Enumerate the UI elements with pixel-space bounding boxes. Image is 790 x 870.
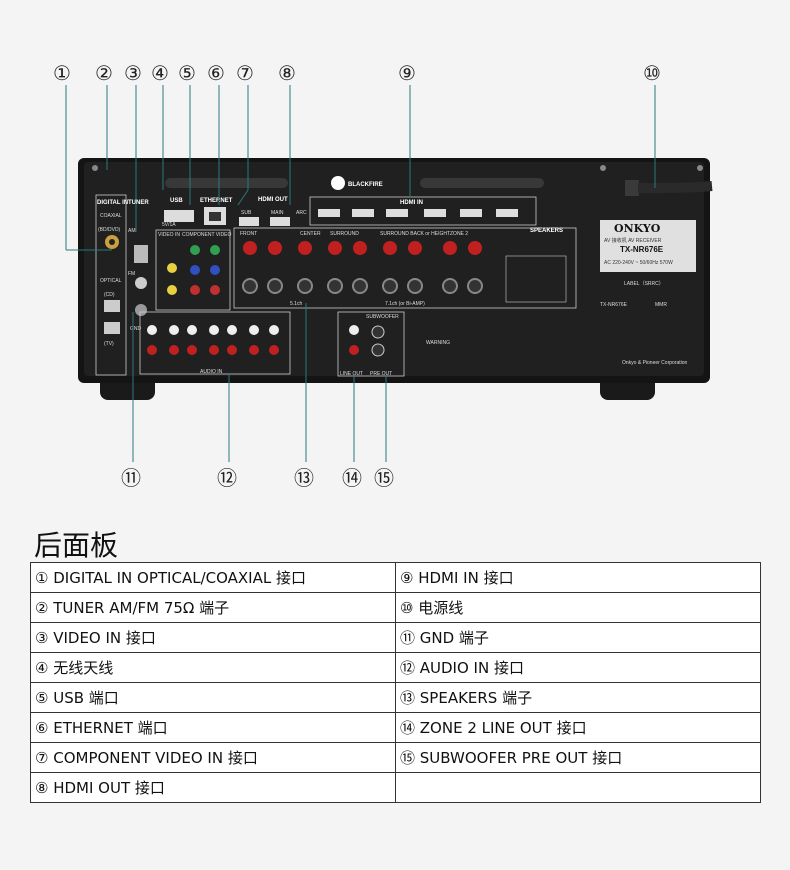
svg-text:AUDIO IN: AUDIO IN bbox=[200, 369, 223, 375]
hdmi-in-section: HDMI IN bbox=[309, 196, 537, 226]
legend-cell: ① DIGITAL IN OPTICAL/COAXIAL 接口 bbox=[30, 562, 396, 593]
legend-cell: ⑥ ETHERNET 端口 bbox=[30, 712, 396, 743]
svg-text:SURROUND: SURROUND bbox=[330, 231, 359, 237]
svg-text:PRE OUT: PRE OUT bbox=[370, 371, 392, 377]
svg-text:ARC: ARC bbox=[296, 210, 307, 216]
callout-8: ⑧ bbox=[278, 61, 296, 85]
legend-cell: ⑫ AUDIO IN 接口 bbox=[395, 652, 761, 683]
svg-text:SPEAKERS: SPEAKERS bbox=[530, 228, 563, 234]
svg-text:7.1ch (or Bi-AMP): 7.1ch (or Bi-AMP) bbox=[385, 301, 425, 307]
svg-text:FM: FM bbox=[128, 271, 135, 277]
digital-in-label: DIGITAL IN bbox=[97, 200, 128, 206]
callout-12: ⑫ bbox=[217, 466, 237, 490]
callout-9: ⑨ bbox=[398, 61, 416, 85]
callout-13: ⑬ bbox=[294, 466, 314, 490]
svg-text:WARNING: WARNING bbox=[426, 340, 450, 346]
svg-text:MAIN: MAIN bbox=[271, 210, 284, 216]
svg-text:SUB: SUB bbox=[241, 210, 252, 216]
svg-text:SURROUND BACK or HEIGHT: SURROUND BACK or HEIGHT bbox=[380, 231, 450, 237]
callout-11: ⑪ bbox=[121, 466, 141, 490]
svg-text:TX-NR676E: TX-NR676E bbox=[600, 302, 628, 308]
svg-text:ZONE 2: ZONE 2 bbox=[450, 231, 468, 237]
callout-5: ⑤ bbox=[178, 61, 196, 85]
svg-text:(BD/DVD): (BD/DVD) bbox=[98, 227, 121, 233]
legend-cell bbox=[395, 772, 761, 803]
speakers-section: FRONT CENTER SURROUND SURROUND BACK or H… bbox=[233, 227, 577, 309]
svg-text:(TV): (TV) bbox=[104, 341, 114, 347]
legend-row: ⑧ HDMI OUT 接口 bbox=[30, 772, 761, 803]
digital-in-section: DIGITAL IN COAXIAL (BD/DVD) OPTICAL (CD)… bbox=[95, 194, 128, 376]
callouts: ① ② ③ ④ ⑤ ⑥ ⑦ ⑧ ⑨ ⑩ ⑪ ⑫ ⑬ ⑭ ⑮ bbox=[53, 61, 661, 490]
svg-text:5.1ch: 5.1ch bbox=[290, 301, 302, 307]
legend-cell: ⑧ HDMI OUT 接口 bbox=[30, 772, 396, 803]
svg-text:LINE OUT: LINE OUT bbox=[340, 371, 363, 377]
callout-7: ⑦ bbox=[236, 61, 254, 85]
audio-in-section: AUDIO IN bbox=[139, 311, 291, 375]
section-title: 后面板 bbox=[34, 529, 119, 562]
svg-text:LABEL（SRRC）: LABEL（SRRC） bbox=[624, 281, 664, 287]
svg-text:MMR: MMR bbox=[655, 302, 667, 308]
blackfire-logo: BLACKFIRE bbox=[331, 176, 383, 190]
svg-text:AC 220-240V ~ 50/60Hz 570W: AC 220-240V ~ 50/60Hz 570W bbox=[604, 260, 673, 266]
svg-text:HDMI OUT: HDMI OUT bbox=[258, 197, 288, 203]
svg-text:(CD): (CD) bbox=[104, 292, 115, 298]
svg-text:VIDEO IN: VIDEO IN bbox=[158, 232, 180, 238]
legend-cell: ⑩ 电源线 bbox=[395, 592, 761, 623]
callout-2: ② bbox=[95, 61, 113, 85]
zone2-sub-section: SUBWOOFER LINE OUT PRE OUT bbox=[337, 311, 405, 377]
svg-text:5V/1A: 5V/1A bbox=[162, 222, 176, 228]
svg-text:TX-NR676E: TX-NR676E bbox=[620, 245, 664, 254]
svg-text:CENTER: CENTER bbox=[300, 231, 321, 237]
svg-text:BLACKFIRE: BLACKFIRE bbox=[348, 182, 383, 188]
legend-cell: ⑤ USB 端口 bbox=[30, 682, 396, 713]
legend-cell: ③ VIDEO IN 接口 bbox=[30, 622, 396, 653]
legend-cell: ⑮ SUBWOOFER PRE OUT 接口 bbox=[395, 742, 761, 773]
legend-cell: ⑬ SPEAKERS 端子 bbox=[395, 682, 761, 713]
svg-text:USB: USB bbox=[170, 198, 183, 204]
legend-cell: ⑦ COMPONENT VIDEO IN 接口 bbox=[30, 742, 396, 773]
svg-text:TUNER: TUNER bbox=[128, 200, 149, 206]
diagram-svg: DIGITAL IN COAXIAL (BD/DVD) OPTICAL (CD)… bbox=[53, 61, 713, 490]
svg-text:SUBWOOFER: SUBWOOFER bbox=[366, 314, 399, 320]
svg-text:COMPONENT VIDEO: COMPONENT VIDEO bbox=[182, 232, 231, 238]
receiver-body bbox=[78, 158, 713, 400]
tuner-section: TUNER AM FM GND bbox=[128, 200, 149, 332]
callout-1: ① bbox=[53, 61, 71, 85]
legend-cell: ② TUNER AM/FM 75Ω 端子 bbox=[30, 592, 396, 623]
svg-text:ETHERNET: ETHERNET bbox=[200, 198, 233, 204]
callout-6: ⑥ bbox=[207, 61, 225, 85]
callout-15: ⑮ bbox=[374, 466, 394, 490]
video-component-section: VIDEO IN COMPONENT VIDEO bbox=[155, 229, 231, 311]
svg-text:OPTICAL: OPTICAL bbox=[100, 278, 122, 284]
svg-text:GND: GND bbox=[130, 326, 142, 332]
legend-cell: ⑪ GND 端子 bbox=[395, 622, 761, 653]
usb-ethernet-section: USB 5V/1A ETHERNET HDMI OUT SUB MAIN ARC bbox=[162, 197, 307, 228]
svg-text:HDMI IN: HDMI IN bbox=[400, 200, 423, 206]
legend-cell: ⑭ ZONE 2 LINE OUT 接口 bbox=[395, 712, 761, 743]
svg-text:ONKYO: ONKYO bbox=[614, 222, 661, 235]
legend-cell: ⑨ HDMI IN 接口 bbox=[395, 562, 761, 593]
svg-text:FRONT: FRONT bbox=[240, 231, 257, 237]
rear-panel-diagram: DIGITAL IN COAXIAL (BD/DVD) OPTICAL (CD)… bbox=[53, 61, 713, 490]
svg-text:COAXIAL: COAXIAL bbox=[100, 213, 122, 219]
leader-lines bbox=[65, 85, 656, 462]
callout-4: ④ bbox=[151, 61, 169, 85]
callout-10: ⑩ bbox=[643, 61, 661, 85]
svg-text:AV 接收机 AV RECEIVER: AV 接收机 AV RECEIVER bbox=[604, 237, 662, 244]
label-area: ONKYO AV 接收机 AV RECEIVER TX-NR676E AC 22… bbox=[426, 220, 696, 366]
svg-text:AM: AM bbox=[128, 228, 136, 234]
callout-3: ③ bbox=[124, 61, 142, 85]
callout-14: ⑭ bbox=[342, 466, 362, 490]
legend-cell: ④ 无线天线 bbox=[30, 652, 396, 683]
svg-text:Onkyo & Pioneer Corporation: Onkyo & Pioneer Corporation bbox=[622, 360, 688, 366]
